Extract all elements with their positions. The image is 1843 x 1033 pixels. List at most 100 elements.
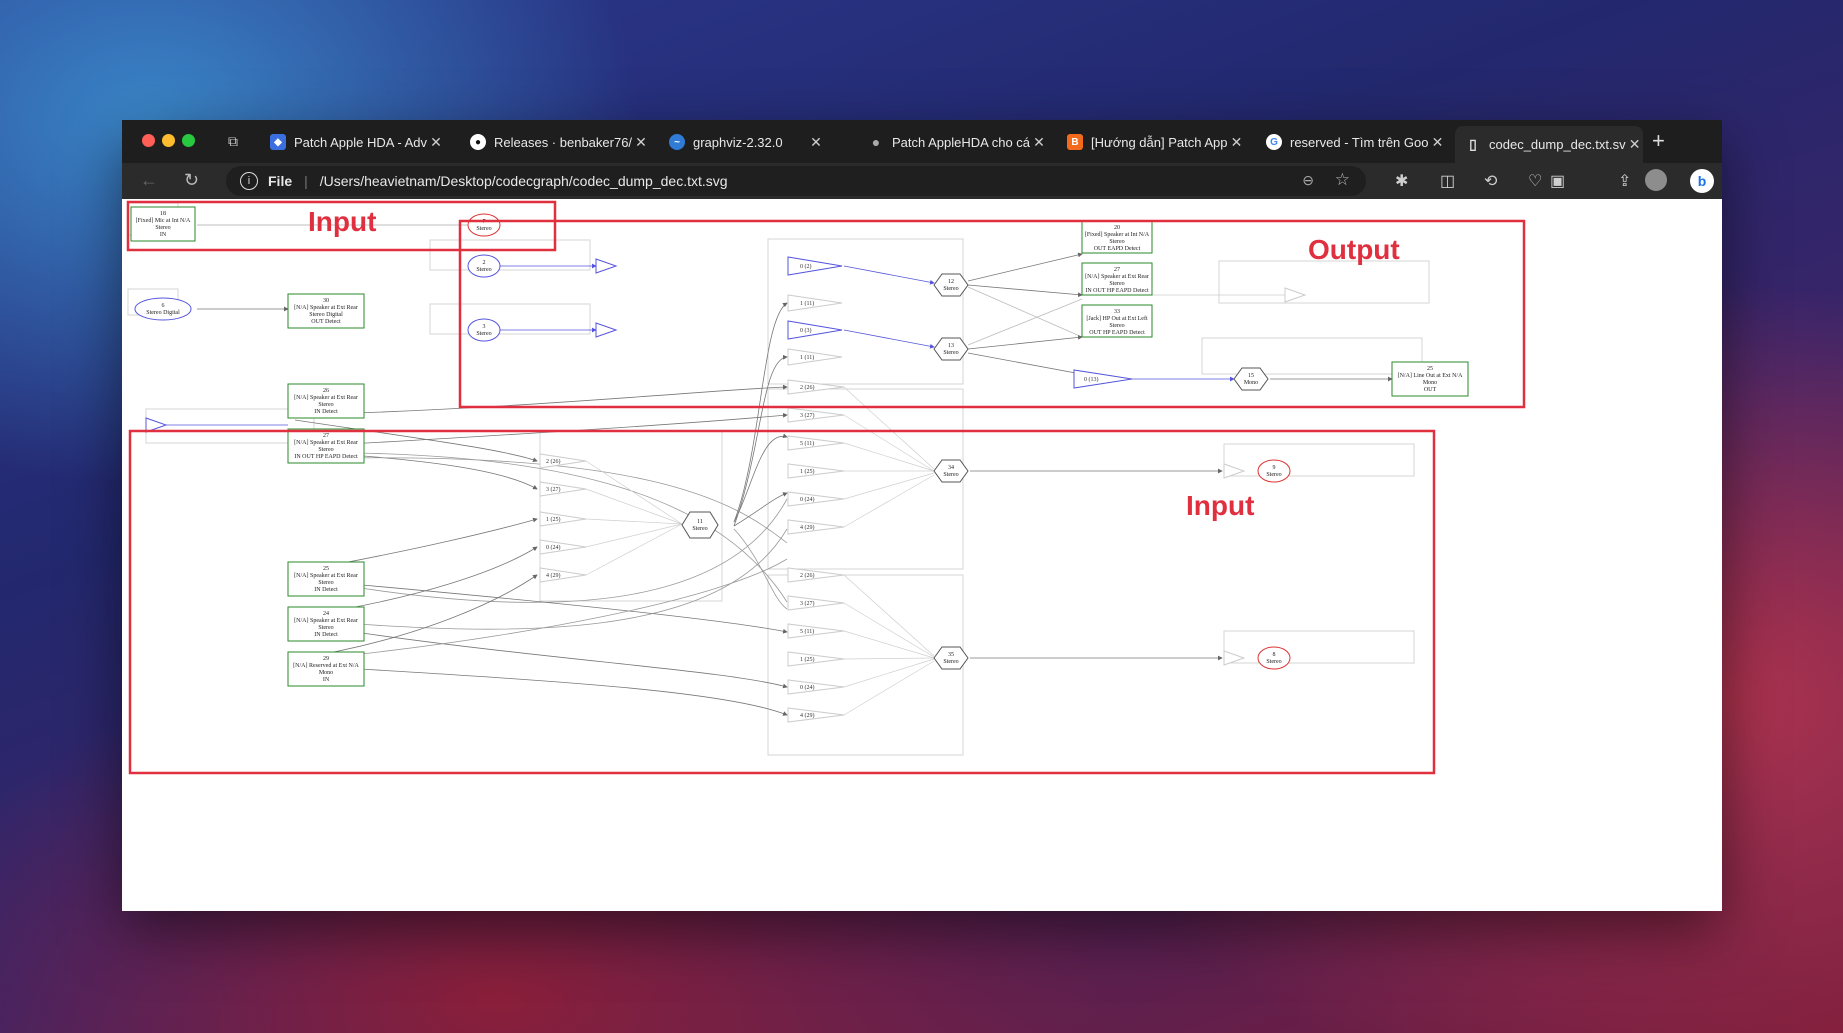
close-tab-icon[interactable]: ✕ [635,133,647,150]
pin-nodes: 18 [Fixed] Mic at Int N/A Stereo IN 30 [… [130,206,1469,687]
pin-id: 18 [160,211,166,217]
converter-9: 9 Stereo [1257,459,1291,483]
tab-title: Releases · benbaker76/ [494,134,633,150]
pin-channels: Stereo [318,402,333,408]
google-icon: G [1266,134,1282,150]
apple-icon: ● [871,134,881,150]
pin-25: 25 [N/A] Speaker at Ext Rear Stereo IN D… [287,561,365,597]
annotation-input-bottom: Input [1186,490,1254,521]
document-icon: ▯ [1469,136,1477,152]
bing-copilot-icon[interactable]: b [1690,169,1714,193]
blogger-icon: B [1067,134,1083,150]
node-id: 3 [483,324,486,330]
node-id: 2 [483,260,486,266]
tab-title: codec_dump_dec.txt.sv [1489,137,1626,152]
mixer-15: 15 Mono [1233,367,1269,391]
tab-1[interactable]: ◆ Patch Apple HDA - Adv ✕ [260,124,442,160]
pin-desc: [N/A] Speaker at Ext Rear [294,573,358,579]
pin-18: 18 [Fixed] Mic at Int N/A Stereo IN [130,206,196,242]
favorite-star-icon[interactable]: ☆ [1334,170,1350,189]
node-id: 6 [162,303,165,309]
amp-label: 0 (24) [800,496,815,503]
codec-graph: 18 [Fixed] Mic at Int N/A Stereo IN 30 [… [126,200,1526,775]
node-id: 15 [1248,373,1254,379]
mixer-input-amps: 2 (26) 3 (27) 5 (11) 1 (25) 0 (24) 4 (29… [539,379,845,723]
close-window-button[interactable] [142,134,155,147]
annotation-input-top: Input [308,206,376,237]
node-id: 34 [948,465,954,471]
zoom-out-icon[interactable]: ⊖ [1302,172,1314,188]
amp-label: 0 (24) [546,544,561,551]
tab-4[interactable]: ● Patch AppleHDA cho cá ✕ [858,124,1045,160]
zoom-window-button[interactable] [182,134,195,147]
pin-24: 24 [N/A] Speaker at Ext Rear Stereo IN D… [287,606,365,642]
history-icon[interactable]: ⟲ [1484,173,1498,190]
collections-icon[interactable]: ▣ [1550,173,1566,190]
close-tab-icon[interactable]: ✕ [1431,133,1444,150]
split-screen-icon[interactable]: ◫ [1440,173,1456,190]
share-icon[interactable]: ⇪ [1618,173,1632,190]
mixer-nodes: 12 Stereo 13 Stereo 15 Mono 11 Stereo [681,273,1269,670]
node-id: 35 [948,652,954,658]
close-tab-icon[interactable]: ✕ [810,133,822,150]
amp-label: 3 (27) [800,600,815,607]
reload-icon[interactable]: ↻ [184,170,200,190]
amp-gray [787,287,1307,666]
node-type: Stereo [943,286,958,292]
amp-label: 0 (24) [800,684,815,691]
address-bar[interactable]: i File | /Users/heavietnam/Desktop/codec… [226,166,1366,196]
close-tab-icon[interactable]: ✕ [1230,133,1243,150]
pin-channels: Stereo [318,580,333,586]
converter-2: 2 Stereo [467,254,501,278]
new-tab-button[interactable]: + [1652,128,1665,153]
tab-3[interactable]: ~ graphviz-2.32.0 ✕ [659,124,831,160]
close-tab-icon[interactable]: ✕ [1033,133,1045,150]
node-id: 9 [1273,465,1276,471]
amp-label: 0 (3) [800,327,812,334]
url-text: /Users/heavietnam/Desktop/codecgraph/cod… [319,173,728,189]
close-tab-icon[interactable]: ✕ [430,133,442,150]
extensions-icon[interactable]: ✱ [1395,173,1409,190]
tab-bar: ⧉ ◆ Patch Apple HDA - Adv ✕ ● Releases ·… [122,120,1722,163]
mixer-34: 34 Stereo [933,459,969,483]
back-arrow-icon[interactable]: ← [140,170,158,190]
node-type: Stereo [476,226,491,232]
node-type: Mono [1244,380,1258,386]
amp-label: 0 (13) [1084,376,1099,383]
pin-caps: OUT EAPD Detect [1094,246,1141,252]
pin-25-lineout: 25 [N/A] Line Out at Ext N/A Mono OUT [1391,361,1469,397]
url-separator: | [304,173,308,189]
node-type: Stereo [943,472,958,478]
converter-6: 6 Stereo Digital [134,297,192,321]
pin-27: 27 [N/A] Speaker at Ext Rear Stereo IN O… [1081,262,1153,296]
input-bottom-box [128,429,1436,775]
pin-desc: [N/A] Speaker at Ext Rear [294,305,358,311]
profile-avatar[interactable] [1645,169,1667,191]
tab-title: graphviz-2.32.0 [693,134,783,150]
tab-7-active[interactable]: ▯ codec_dump_dec.txt.sv ✕ [1455,126,1643,163]
close-tab-icon[interactable]: ✕ [1628,136,1641,152]
pin-29: 29 [N/A] Reserved at Ext N/A Mono IN [287,651,365,687]
pin-caps: IN Detect [314,587,338,593]
tab-2[interactable]: ● Releases · benbaker76/ ✕ [460,124,647,160]
info-icon[interactable]: i [240,172,258,190]
mixer-13: 13 Stereo [933,337,969,361]
amp-label: 1 (11) [800,354,814,361]
pin-id: 33 [1114,309,1120,315]
converter-nodes: 6 Stereo Digital 2 Stereo 3 Stereo 7 Ste… [134,213,1291,670]
pin-desc: [N/A] Reserved at Ext N/A [293,663,359,669]
mixer-12: 12 Stereo [933,273,969,297]
pin-caps: IN [323,677,330,683]
pin-channels: Stereo [318,625,333,631]
url-scheme: File [268,173,293,189]
performance-icon[interactable]: ♡ [1528,173,1543,190]
browser-window: ⧉ ◆ Patch Apple HDA - Adv ✕ ● Releases ·… [122,120,1722,911]
pin-caps: IN Detect [314,409,338,415]
tab-5[interactable]: B [Hướng dẫn] Patch App ✕ [1057,124,1242,160]
pin-channels: Stereo Digital [309,312,343,318]
tab-6[interactable]: G reserved - Tìm trên Goo ✕ [1256,124,1443,160]
workspaces-icon[interactable]: ⧉ [228,133,238,149]
svg-document-view: 18 [Fixed] Mic at Int N/A Stereo IN 30 [… [122,199,1722,911]
minimize-window-button[interactable] [162,134,175,147]
amp-label: 2 (26) [800,384,815,391]
